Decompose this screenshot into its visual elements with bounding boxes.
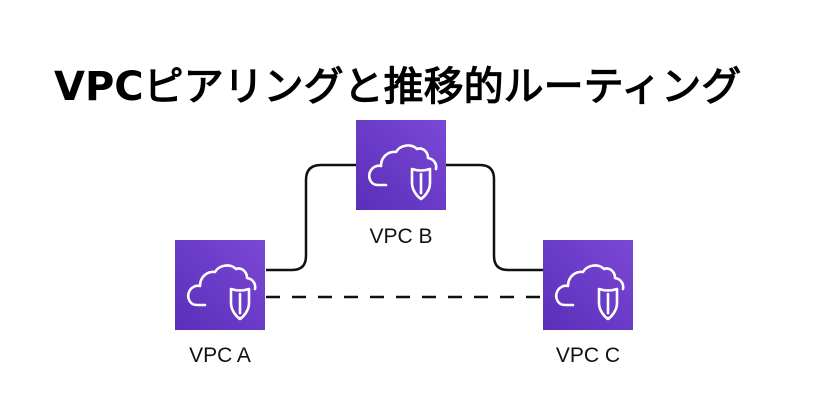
vpc-b-label: VPC B bbox=[369, 225, 432, 248]
vpc-c-icon-background bbox=[543, 240, 633, 330]
vpc-c-label: VPC C bbox=[556, 344, 620, 367]
vpc-c-node[interactable]: VPC C bbox=[543, 240, 633, 367]
vpc-b-icon-background bbox=[356, 120, 446, 210]
edge-vpc-b-to-vpc-c bbox=[444, 163, 543, 272]
vpc-a-node[interactable]: VPC A bbox=[175, 240, 265, 367]
vpc-a-label: VPC A bbox=[189, 344, 251, 367]
edge-vpc-a-to-vpc-b bbox=[266, 163, 357, 272]
diagram-title: VPCピアリングと推移的ルーティング bbox=[54, 64, 741, 110]
vpc-a-icon-background bbox=[175, 240, 265, 330]
vpc-b-node[interactable]: VPC B bbox=[356, 120, 446, 248]
